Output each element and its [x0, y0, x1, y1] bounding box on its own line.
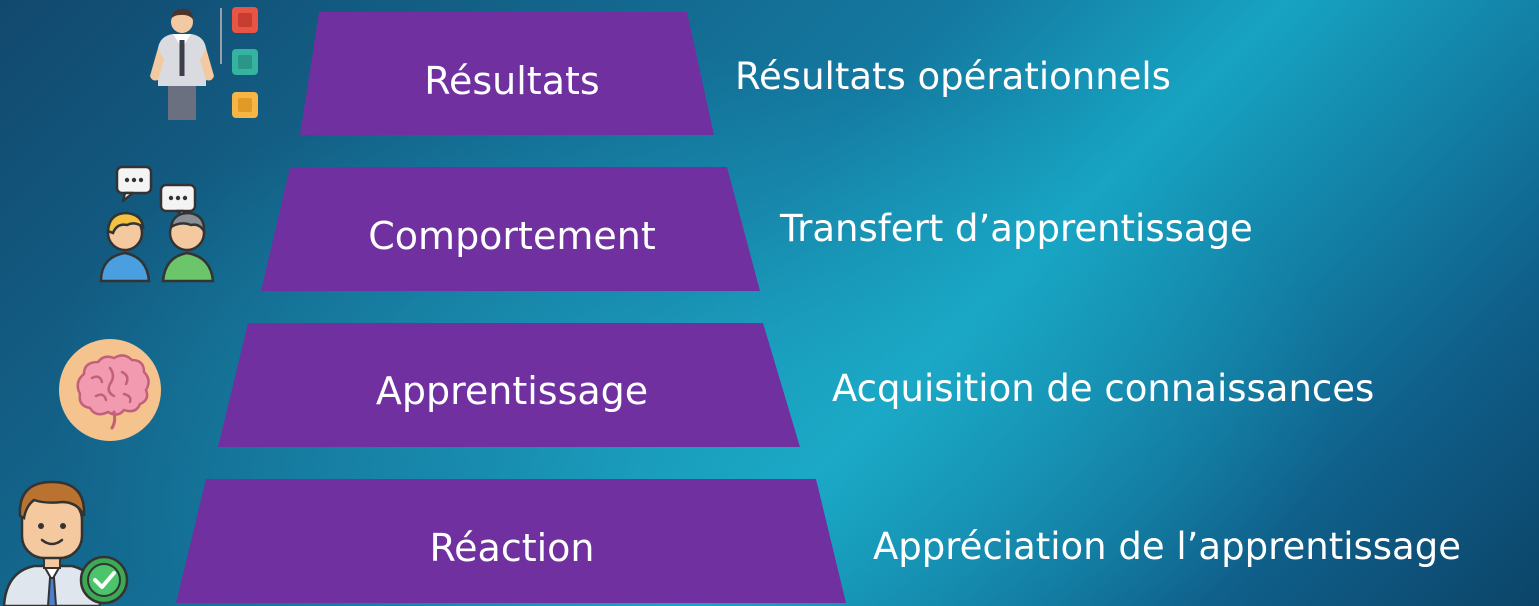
pyramid-tier-4: [176, 479, 846, 603]
tier-label-comportement: Comportement: [368, 214, 656, 258]
satisfied-person-check-icon: [2, 480, 129, 606]
tier-label-reaction: Réaction: [429, 526, 595, 570]
tier-description-apprentissage: Acquisition de connaissances: [832, 367, 1375, 410]
tier-label-resultats: Résultats: [424, 59, 600, 103]
tier-label-apprentissage: Apprentissage: [375, 369, 649, 413]
tier-description-reaction: Appréciation de l’apprentissage: [873, 525, 1461, 568]
tier-description-resultats: Résultats opérationnels: [735, 55, 1171, 98]
brain-icon: [59, 339, 161, 441]
pyramid-tier-2: [261, 167, 760, 291]
tier-description-comportement: Transfert d’apprentissage: [780, 207, 1253, 250]
businessman-checklist-icon: [150, 7, 258, 120]
conversation-people-icon: [99, 165, 215, 283]
pyramid-tier-3: [218, 323, 800, 447]
pyramid-tier-1: [300, 12, 714, 135]
